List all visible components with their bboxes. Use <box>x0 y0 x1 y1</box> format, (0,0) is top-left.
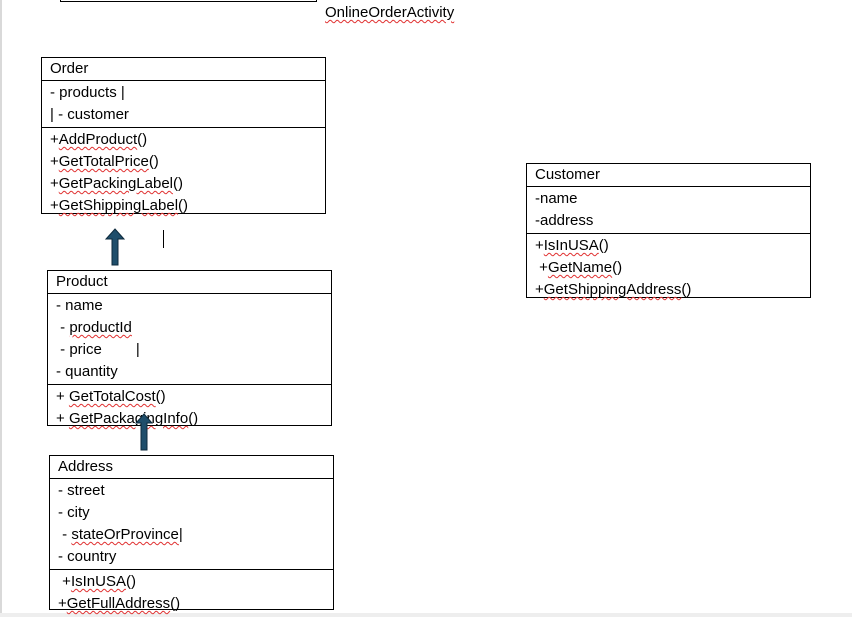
method-name: IsInUSA <box>70 573 126 590</box>
method: + GetPackagingInfo() <box>56 410 199 427</box>
method: + GetTotalCost() <box>56 388 166 405</box>
method: +GetShippingLabel() <box>50 197 189 214</box>
method-name: IsInUSA <box>543 237 599 254</box>
attributes-section: - products | | - customer <box>42 81 325 128</box>
attribute: | - customer <box>50 106 129 123</box>
attributes-section: -name -address <box>527 187 810 234</box>
method: +GetName() <box>535 259 623 276</box>
attribute: -name <box>535 190 578 207</box>
top-box-fragment <box>60 0 317 2</box>
method: +IsInUSA() <box>535 237 609 254</box>
attribute-name: stateOrProvince <box>71 526 179 543</box>
method-name: GetTotalCost <box>68 388 156 405</box>
attribute: - country <box>58 548 117 565</box>
methods-section: +IsInUSA() +GetFullAddress() <box>50 570 333 616</box>
method-name: GetShippingLabel <box>58 197 179 214</box>
attribute: - stateOrProvince| <box>58 526 183 543</box>
methods-section: + GetTotalCost() + GetPackagingInfo() <box>48 385 331 431</box>
class-address[interactable]: Address - street - city - stateOrProvinc… <box>49 455 334 612</box>
attribute: -address <box>535 212 594 229</box>
class-name: Address <box>50 456 333 479</box>
method-name: GetPackingLabel <box>58 175 174 192</box>
class-product[interactable]: Product - name - productId - price| - qu… <box>47 270 332 427</box>
page-left-edge <box>0 0 2 617</box>
method: +GetPackingLabel() <box>50 175 184 192</box>
class-name: Product <box>48 271 331 294</box>
method: +GetFullAddress() <box>58 595 181 612</box>
attribute: - name <box>56 297 103 314</box>
methods-section: +IsInUSA() +GetName() +GetShippingAddres… <box>527 234 810 302</box>
method-name: GetPackagingInfo <box>68 410 189 427</box>
attribute-name: productId <box>69 319 132 336</box>
arrow-shape <box>105 228 125 266</box>
class-order[interactable]: Order - products | | - customer +AddProd… <box>41 57 326 214</box>
attribute: - quantity <box>56 363 118 380</box>
method: +IsInUSA() <box>58 573 136 590</box>
arrow-product-to-order <box>105 228 125 266</box>
attributes-section: - street - city - stateOrProvince| - cou… <box>50 479 333 570</box>
attribute: - products | <box>50 84 125 101</box>
attribute: - street <box>58 482 105 499</box>
attribute: - price| <box>56 341 140 358</box>
arrow-shape <box>135 413 153 451</box>
method-name: GetTotalPrice <box>58 153 149 170</box>
method-name: GetShippingAddress <box>543 281 682 298</box>
method: +GetTotalPrice() <box>50 153 159 170</box>
attribute: - city <box>58 504 90 521</box>
class-name: Customer <box>527 164 810 187</box>
arrow-address-to-product <box>135 413 153 451</box>
class-name: Order <box>42 58 325 81</box>
method: +AddProduct() <box>50 131 148 148</box>
diagram-title: OnlineOrderActivity <box>325 4 455 21</box>
class-customer[interactable]: Customer -name -address +IsInUSA() +GetN… <box>526 163 811 298</box>
attribute: - productId <box>56 319 132 336</box>
method-name: AddProduct <box>58 131 138 148</box>
method-name: GetFullAddress <box>66 595 171 612</box>
text-cursor <box>163 230 164 248</box>
page-bottom-edge <box>0 613 852 617</box>
method: +GetShippingAddress() <box>535 281 692 298</box>
method-name: GetName <box>547 259 613 276</box>
methods-section: +AddProduct() +GetTotalPrice() +GetPacki… <box>42 128 325 218</box>
attributes-section: - name - productId - price| - quantity <box>48 294 331 385</box>
